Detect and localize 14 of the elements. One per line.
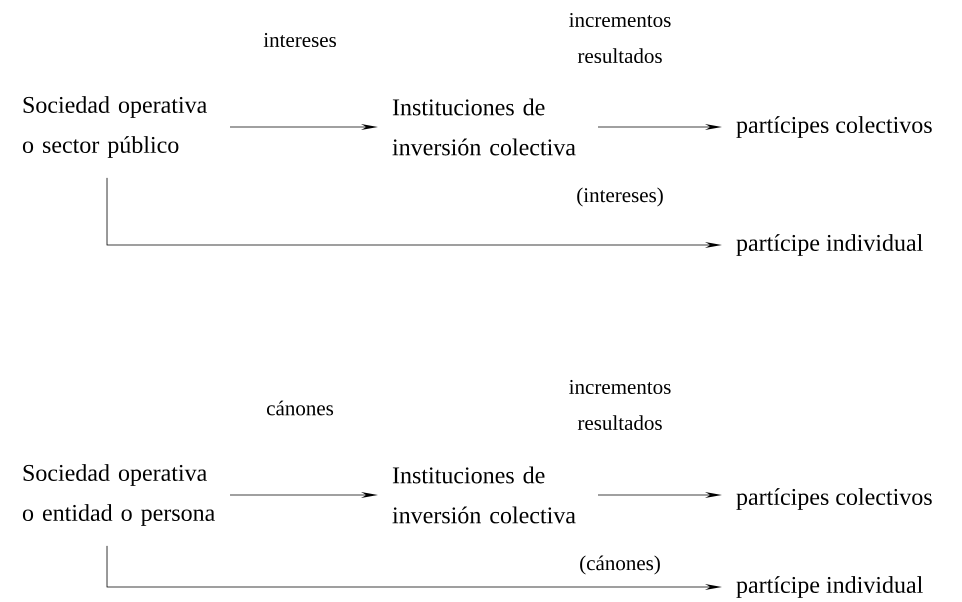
edge-label: intereses xyxy=(264,32,336,48)
edge-label: (cánones) xyxy=(580,555,660,575)
text-label: Sociedad operativa o sector público xyxy=(22,96,207,158)
edge-label: (intereses) xyxy=(577,187,663,207)
edge-label: incrementos resultados xyxy=(569,12,671,64)
text-label: partícipe individual xyxy=(736,576,923,598)
text-label: Instituciones de inversión colectiva xyxy=(392,466,576,524)
text-label: partícipes colectivos xyxy=(736,116,932,138)
text-label: partícipe individual xyxy=(736,234,923,256)
text-label: partícipes colectivos xyxy=(736,488,932,510)
text-label: Instituciones de inversión colectiva xyxy=(392,98,576,156)
text-label: Sociedad operativa o entidad o persona xyxy=(22,464,215,526)
edge-label: cánones xyxy=(267,400,334,416)
edge-label: incrementos resultados xyxy=(569,380,671,430)
